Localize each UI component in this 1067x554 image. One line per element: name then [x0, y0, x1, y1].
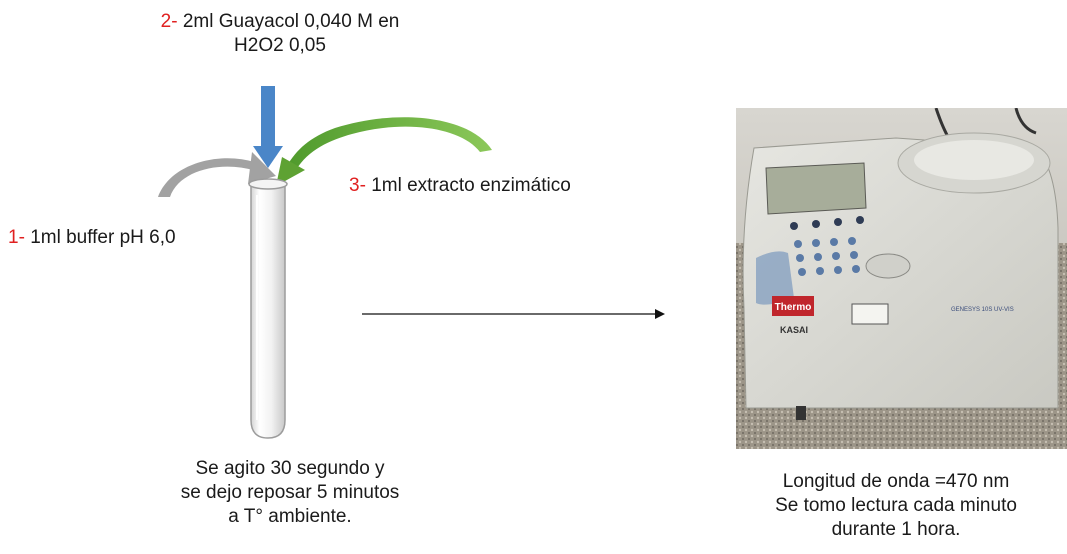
incubation-note-line1: Se agito 30 segundo y [195, 458, 385, 479]
green-curved-arrow [276, 117, 492, 186]
step-1-text: 1ml buffer pH 6,0 [30, 227, 176, 248]
step-3-text: 1ml extracto enzimático [371, 175, 571, 196]
measurement-note-line3: durante 1 hora. [831, 519, 961, 540]
incubation-note-line3: a T° ambiente. [228, 506, 352, 527]
spectrophotometer-photo: Thermo KASAI GENESYS 10S UV-VIS [736, 108, 1067, 449]
test-tube [248, 178, 288, 439]
brand-badge [772, 296, 814, 316]
procedure-drawing [158, 86, 665, 439]
measurement-note-line2: Se tomo lectura cada minuto [775, 495, 1017, 516]
brand-label: Thermo [775, 302, 812, 313]
step-2-label: 2- 2ml Guayacol 0,040 M en H2O2 0,05 [120, 10, 440, 58]
model-label: GENESYS 10S UV-VIS [951, 307, 1014, 313]
step-2-text: 2ml Guayacol 0,040 M en [182, 11, 400, 32]
blue-down-arrow [253, 86, 283, 168]
brand-sub-label: KASAI [780, 325, 808, 335]
step-3-label: 3- 1ml extracto enzimático [349, 174, 571, 198]
measurement-note: Longitud de onda =470 nm Se tomo lectura… [720, 470, 1067, 542]
gray-curved-arrow [158, 152, 276, 197]
step-2-text-line2: H2O2 0,05 [234, 35, 326, 56]
incubation-note-line2: se dejo reposar 5 minutos [180, 482, 400, 503]
process-arrow [362, 309, 665, 319]
step-1-label: 1- 1ml buffer pH 6,0 [8, 226, 176, 250]
step-3-number: 3- [349, 175, 366, 196]
step-2-number: 2- [160, 11, 178, 32]
step-1-number: 1- [8, 227, 25, 248]
incubation-note: Se agito 30 segundo y se dejo reposar 5 … [100, 457, 480, 529]
measurement-note-line1: Longitud de onda =470 nm [782, 471, 1010, 492]
